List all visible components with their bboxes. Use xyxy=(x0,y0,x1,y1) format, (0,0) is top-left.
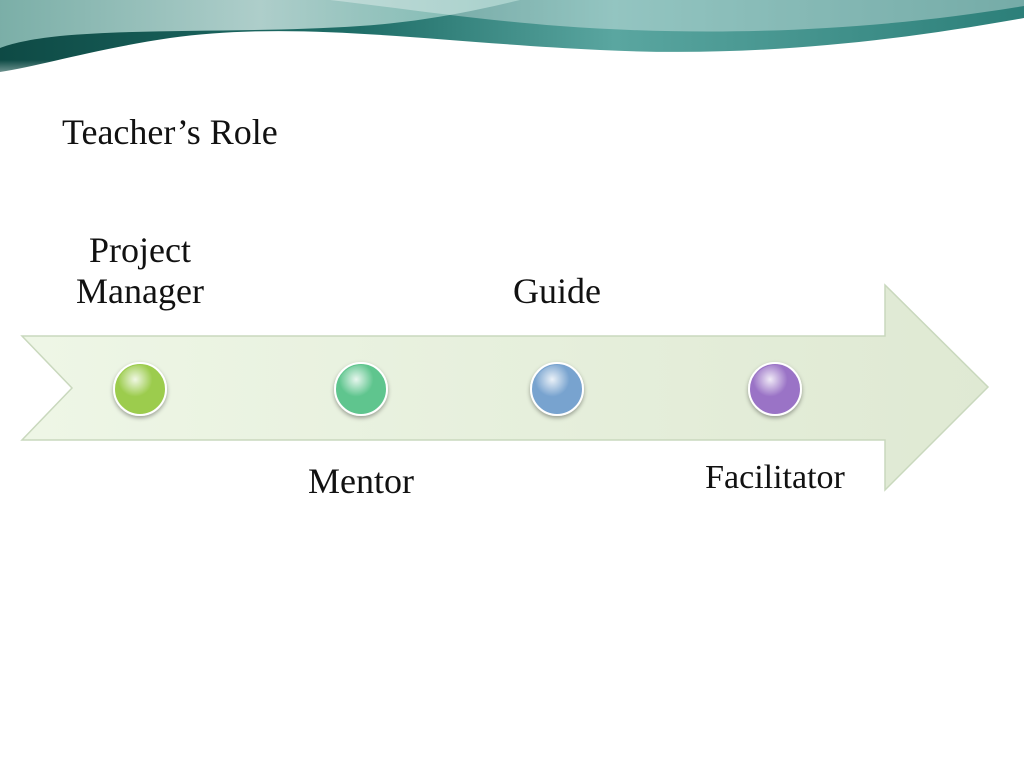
node-gloss xyxy=(533,365,581,413)
node-gloss xyxy=(751,365,799,413)
banner-wave-light xyxy=(0,0,520,48)
stage-label-guide: Guide xyxy=(513,271,601,311)
timeline-node-guide xyxy=(530,362,584,416)
banner-wave-streak xyxy=(330,0,1024,32)
stage-label-mentor: Mentor xyxy=(308,461,414,501)
timeline-arrow xyxy=(20,283,990,492)
timeline-node-mentor xyxy=(334,362,388,416)
slide-title: Teacher’s Role xyxy=(62,112,278,152)
stage-label-project-manager-line1: Project xyxy=(89,230,191,270)
node-gloss xyxy=(116,365,164,413)
stage-label-project-manager-line2: Manager xyxy=(76,271,204,311)
node-gloss xyxy=(337,365,385,413)
header-wave-banner xyxy=(0,0,1024,90)
timeline-node-project-manager xyxy=(113,362,167,416)
stage-label-facilitator: Facilitator xyxy=(705,459,845,496)
timeline-node-facilitator xyxy=(748,362,802,416)
